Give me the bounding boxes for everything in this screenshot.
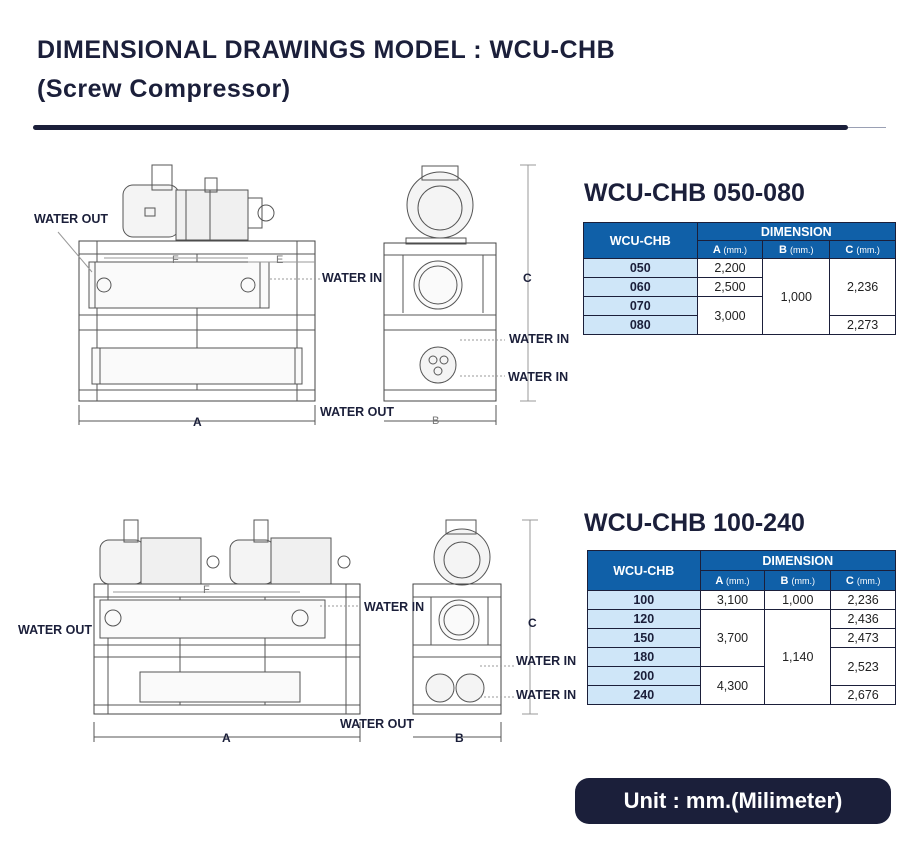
water-in-label: WATER IN (508, 370, 569, 384)
dimension-f-label: F (203, 584, 210, 596)
model-header: WCU-CHB (587, 550, 701, 591)
c-value-cell: 2,473 (830, 628, 896, 648)
dimension-table-050-080: WCU-CHB DIMENSION A (mm.) B (mm.) C (mm.… (583, 222, 897, 335)
section-title-100-240: WCU-CHB 100-240 (584, 509, 805, 537)
water-in-label: WATER IN (364, 600, 425, 614)
col-a-header: A (mm.) (696, 240, 764, 259)
title-divider (33, 125, 848, 130)
model-cell: 070 (583, 296, 698, 316)
dimension-a-label: A (193, 415, 202, 429)
page-title: DIMENSIONAL DRAWINGS MODEL : WCU-CHB (37, 36, 616, 64)
col-b-header: B (mm.) (764, 570, 832, 591)
dimension-header: DIMENSION (696, 222, 897, 241)
model-cell: 050 (583, 258, 698, 278)
dimension-b-label: B (432, 415, 440, 427)
dimension-f-label: F (172, 254, 179, 266)
a-value-cell: 3,000 (696, 296, 764, 335)
model-cell: 240 (587, 685, 701, 705)
a-value-cell: 2,500 (696, 277, 764, 297)
water-in-label: WATER IN (509, 332, 570, 346)
model-cell: 200 (587, 666, 701, 686)
c-value-cell: 2,273 (829, 315, 896, 335)
drawing-1-front-view (57, 164, 320, 425)
dimension-header: DIMENSION (699, 550, 897, 571)
page-subtitle: (Screw Compressor) (37, 75, 291, 103)
water-out-label: WATER OUT (18, 623, 93, 637)
section-title-050-080: WCU-CHB 050-080 (584, 179, 805, 207)
col-c-header: C (mm.) (829, 240, 896, 259)
water-in-label: WATER IN (516, 654, 577, 668)
unit-note-badge: Unit : mm.(Milimeter) (575, 778, 891, 824)
c-value-cell: 2,236 (830, 590, 896, 610)
b-value-cell: 1,000 (762, 258, 831, 335)
col-b-header: B (mm.) (762, 240, 831, 259)
water-out-label: WATER OUT (34, 212, 109, 226)
model-cell: 150 (587, 628, 701, 648)
drawing-2-side-view (412, 519, 538, 742)
c-value-cell: 2,236 (829, 258, 896, 316)
col-a-header: A (mm.) (699, 570, 766, 591)
a-value-cell: 2,200 (696, 258, 764, 278)
col-c-header: C (mm.) (830, 570, 896, 591)
a-value-cell: 3,700 (699, 609, 766, 667)
water-out-label: WATER OUT (320, 405, 395, 419)
c-value-cell: 2,523 (830, 647, 896, 686)
model-header: WCU-CHB (583, 222, 698, 259)
dimension-e-label: E (276, 254, 284, 266)
drawing-2-front-view (93, 519, 361, 742)
water-out-label: WATER OUT (340, 717, 415, 731)
water-in-label: WATER IN (516, 688, 577, 702)
c-value-cell: 2,436 (830, 609, 896, 629)
water-in-label: WATER IN (322, 271, 383, 285)
dimension-c-label: C (523, 271, 532, 285)
dimension-c-label: C (528, 616, 537, 630)
b-value-cell: 1,000 (764, 590, 832, 610)
dimension-table-100-240: WCU-CHB DIMENSION A (mm.) B (mm.) C (mm.… (587, 550, 897, 705)
dimension-b-label: B (455, 731, 464, 745)
model-cell: 120 (587, 609, 701, 629)
title-divider-tail (848, 127, 886, 128)
model-cell: 100 (587, 590, 701, 610)
model-cell: 080 (583, 315, 698, 335)
model-cell: 180 (587, 647, 701, 667)
c-value-cell: 2,676 (830, 685, 896, 705)
b-value-cell: 1,140 (764, 609, 832, 705)
a-value-cell: 3,100 (699, 590, 766, 610)
dimension-a-label: A (222, 731, 231, 745)
drawing-1-side-view (383, 164, 536, 425)
a-value-cell: 4,300 (699, 666, 766, 705)
model-cell: 060 (583, 277, 698, 297)
